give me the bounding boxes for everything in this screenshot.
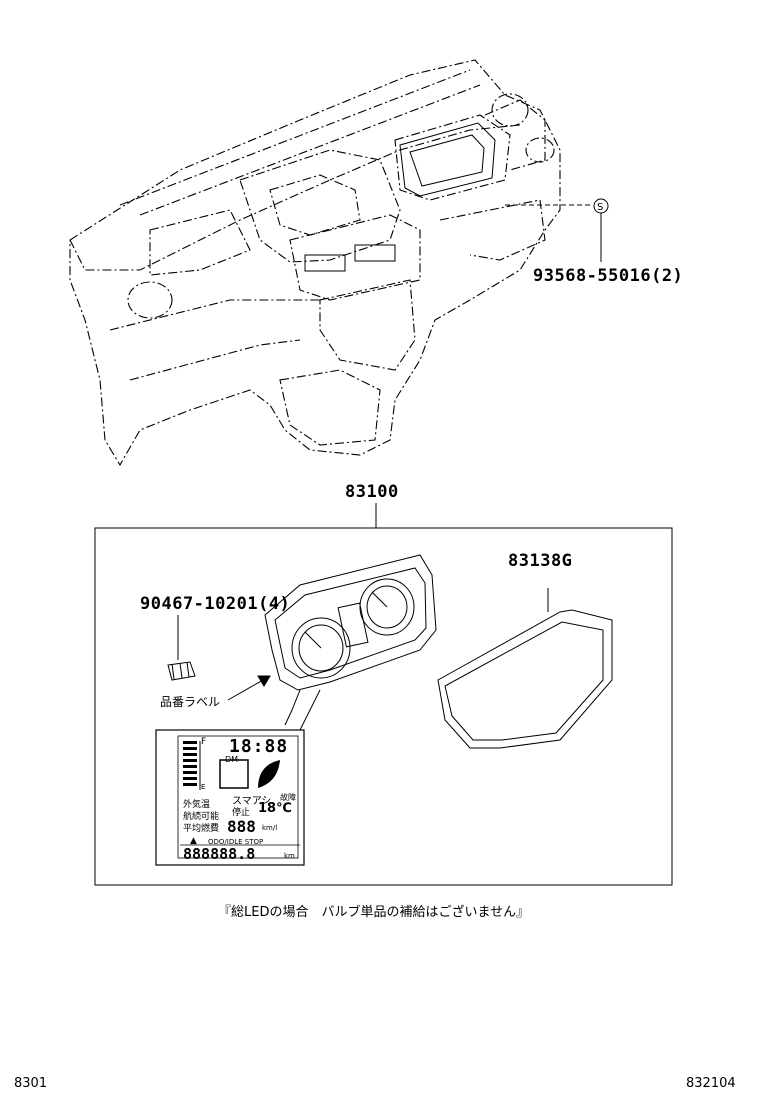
stop-label: 停止 <box>232 808 251 818</box>
footer-left-code: 8301 <box>14 1076 48 1091</box>
svg-text:S: S <box>597 202 603 213</box>
footer-right-code: 832104 <box>686 1076 736 1091</box>
range-value: 888 <box>227 817 256 836</box>
range-unit: km/l <box>262 824 278 832</box>
meter-assembly-number: 83100 <box>345 482 399 502</box>
odo-label: ODO/IDLE STOP <box>208 838 264 846</box>
clip-part-number: 90467-10201(4) <box>140 594 291 614</box>
lcd-panel-graphic <box>155 729 305 866</box>
dm-label: DM <box>225 755 239 764</box>
odo-unit: km <box>284 852 295 860</box>
odo-digits: 888888.8 <box>183 845 256 863</box>
glass-part-number: 83138G <box>508 551 573 571</box>
footer-note: 『総LEDの場合 バルブ単品の補給はございません』 <box>218 905 530 920</box>
fuel-full-label: F <box>201 737 207 747</box>
warning-icon: ▲ <box>190 836 197 846</box>
assembly-box <box>94 527 673 886</box>
fuel-empty-label: E <box>201 783 206 791</box>
lcd-clock-digits: 18:88 <box>229 736 289 757</box>
smart-assist-label: スマアシ <box>232 796 272 807</box>
avg-fuel-row-label: 平均燃費 <box>183 824 220 834</box>
temperature-value: 18℃ <box>258 801 292 816</box>
screw-part-number: 93568-55016(2) <box>533 266 684 286</box>
outside-temp-row-label: 外気温 <box>183 800 211 810</box>
range-row-label: 航続可能 <box>183 812 220 822</box>
fault-label: 故障 <box>280 793 296 802</box>
part-label-text: 品番ラベル <box>160 695 221 709</box>
